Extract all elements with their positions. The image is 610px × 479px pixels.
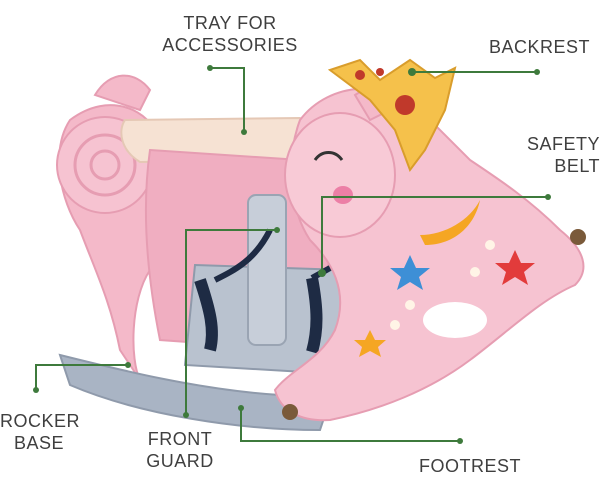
label-rocker-base-line-2: BASE: [0, 432, 78, 454]
label-footrest: FOOTREST: [419, 455, 521, 477]
label-front-guard: FRONT GUARD: [130, 428, 230, 472]
label-backrest-line-1: BACKREST: [489, 36, 590, 58]
label-front-guard-line-1: FRONT: [130, 428, 230, 450]
front-guard-callout-dot-start: [183, 412, 189, 418]
label-rocker-base: ROCKER BASE: [0, 410, 78, 454]
label-safety-belt-line-1: SAFETY: [500, 133, 600, 155]
label-footrest-line-1: FOOTREST: [419, 455, 521, 477]
label-tray: TRAY FOR ACCESSORIES: [145, 12, 315, 56]
label-tray-line-1: TRAY FOR: [145, 12, 315, 34]
rocker-base-callout-dot-end: [125, 362, 131, 368]
label-rocker-base-line-1: ROCKER: [0, 410, 78, 432]
footrest-callout-dot-end: [457, 438, 463, 444]
label-safety-belt: SAFETY BELT: [500, 133, 600, 177]
rocker-base-callout-dot-start: [33, 387, 39, 393]
backrest-callout-dot-start: [408, 68, 416, 76]
label-front-guard-line-2: GUARD: [130, 450, 230, 472]
safety-belt-callout-dot-end: [545, 194, 551, 200]
tray-callout-dot-start: [207, 65, 213, 71]
label-backrest: BACKREST: [489, 36, 590, 58]
horse-head: [285, 90, 395, 237]
label-safety-belt-line-2: BELT: [500, 155, 600, 177]
backrest-callout-dot-end: [534, 69, 540, 75]
front-guard-post: [248, 195, 286, 345]
label-tray-line-2: ACCESSORIES: [145, 34, 315, 56]
front-guard-callout-dot-end: [274, 227, 280, 233]
safety-belt-callout-dot-start: [318, 269, 326, 277]
footrest-callout-dot-start: [238, 405, 244, 411]
tray-callout-dot-end: [241, 129, 247, 135]
